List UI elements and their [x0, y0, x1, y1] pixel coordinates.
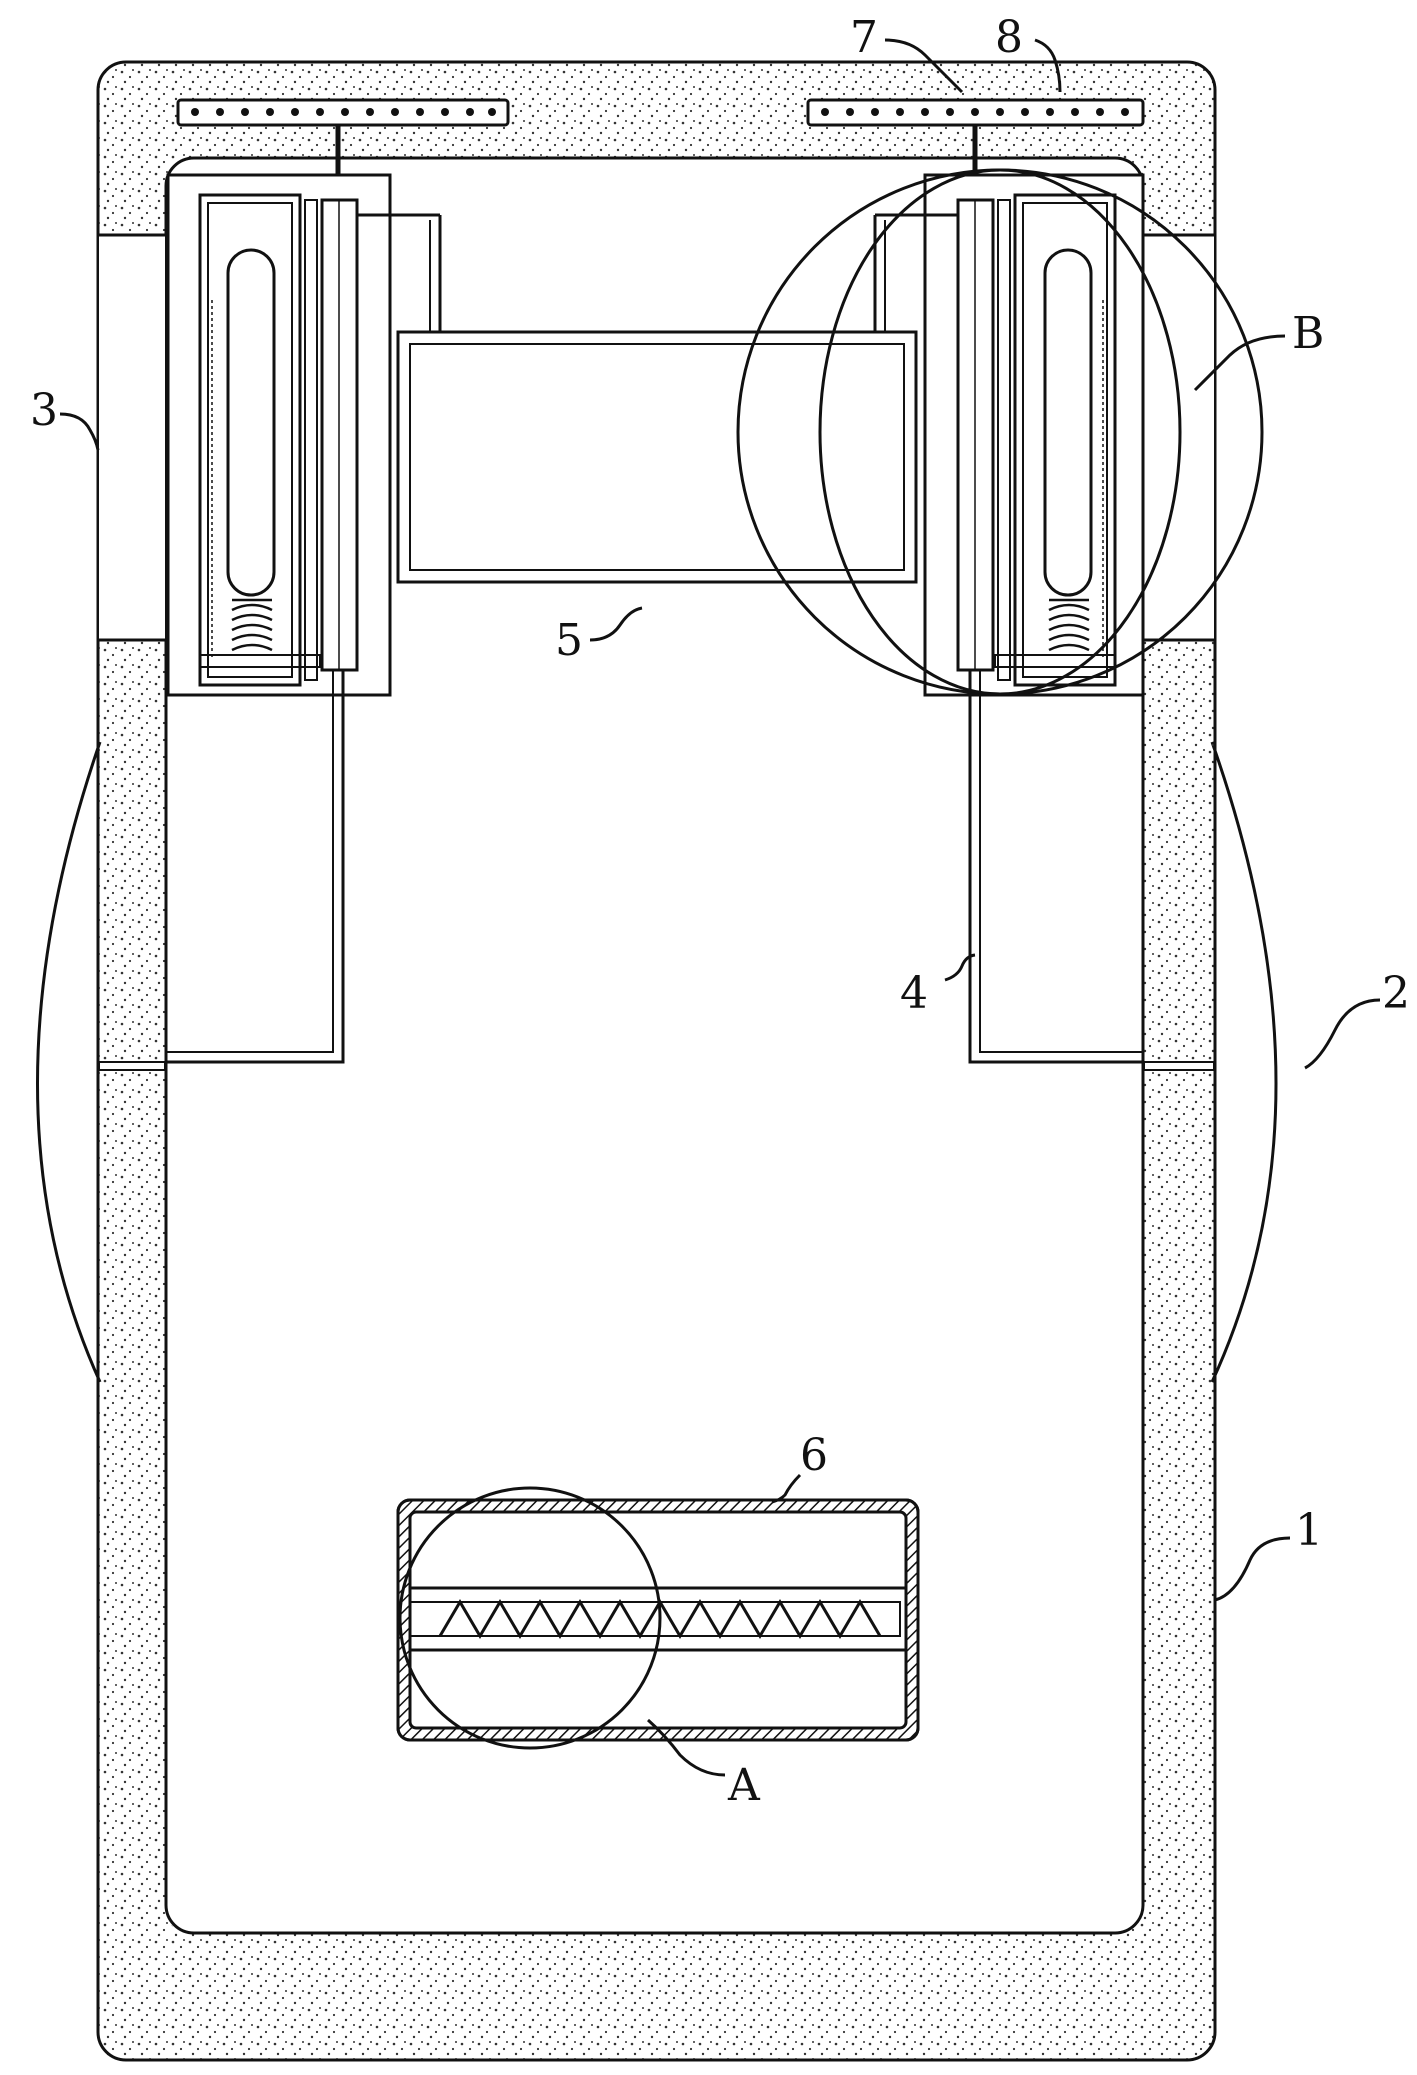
- leader-3: [59, 412, 100, 451]
- right-mechanism: [873, 173, 1145, 697]
- label-8: 8: [995, 12, 1023, 63]
- label-a: A: [727, 1760, 761, 1811]
- left-side-arc: [36, 741, 102, 1383]
- leader-b: [1193, 334, 1286, 392]
- right-side-arc: [1210, 741, 1278, 1383]
- left-wall-opening: [99, 235, 165, 640]
- left-cylinder: [226, 248, 276, 597]
- left-pipe: [165, 670, 345, 1064]
- leader-4: [944, 953, 976, 982]
- left-mechanism: [166, 173, 442, 697]
- label-3: 3: [30, 385, 58, 436]
- leader-a: [647, 1718, 726, 1777]
- detail-circle-a: [398, 1486, 662, 1750]
- leader-8: [1034, 38, 1062, 93]
- label-5: 5: [555, 615, 583, 666]
- leader-5: [589, 606, 643, 642]
- leader-6: [771, 1473, 802, 1504]
- label-6: 6: [800, 1430, 828, 1481]
- leader-2: [1304, 998, 1381, 1070]
- top-bar-holes: [191, 108, 1129, 116]
- leader-7: [884, 38, 964, 94]
- label-1: 1: [1295, 1505, 1323, 1556]
- central-box: [396, 330, 918, 584]
- right-cylinder: [1043, 248, 1093, 597]
- right-pipe: [968, 670, 1143, 1064]
- label-4: 4: [900, 968, 928, 1019]
- leader-1: [1214, 1536, 1291, 1602]
- label-7: 7: [850, 12, 878, 63]
- housing-inner: [164, 156, 1145, 1935]
- label-b: B: [1292, 308, 1324, 359]
- label-2: 2: [1382, 968, 1410, 1019]
